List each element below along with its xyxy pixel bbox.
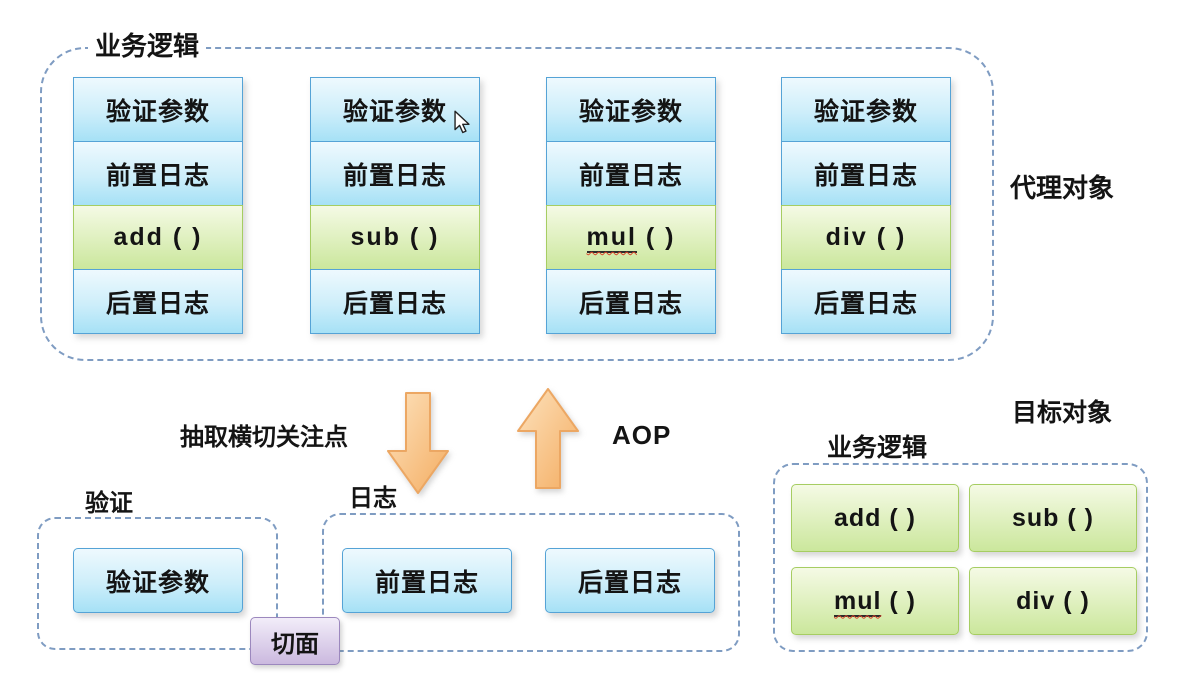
target-object-label: 目标对象	[1012, 399, 1113, 427]
proxy-cell: sub ( )	[310, 205, 480, 270]
proxy-container-label: 业务逻辑	[88, 32, 207, 61]
logging-advice-box: 后置日志	[545, 548, 715, 613]
proxy-cell: 前置日志	[310, 141, 480, 206]
proxy-cell: 后置日志	[310, 269, 480, 334]
target-method-box: add ( )	[791, 484, 959, 552]
target-container-label: 业务逻辑	[820, 434, 935, 463]
proxy-cell: 验证参数	[73, 77, 243, 142]
proxy-container-border	[40, 47, 994, 361]
target-method-box: div ( )	[969, 567, 1137, 635]
extract-concerns-label: 抽取横切关注点	[180, 424, 348, 451]
logging-advice-box: 前置日志	[342, 548, 512, 613]
proxy-cell: 后置日志	[546, 269, 716, 334]
proxy-cell: div ( )	[781, 205, 951, 270]
validation-advice-box: 验证参数	[73, 548, 243, 613]
proxy-cell: add ( )	[73, 205, 243, 270]
target-container: add ( )sub ( )mul ( )div ( )	[773, 463, 1148, 652]
aop-label: AOP	[612, 420, 672, 450]
target-method-box: sub ( )	[969, 484, 1137, 552]
logging-container: 前置日志后置日志	[322, 513, 740, 652]
aspect-badge: 切面	[250, 617, 340, 665]
proxy-cell: 前置日志	[546, 141, 716, 206]
logging-label: 日志	[342, 485, 404, 513]
mouse-cursor-icon	[454, 110, 470, 134]
proxy-cell: 验证参数	[546, 77, 716, 142]
up-arrow-icon	[517, 388, 579, 489]
proxy-object-label: 代理对象	[1010, 173, 1115, 203]
proxy-cell: 前置日志	[73, 141, 243, 206]
validation-container: 验证参数	[37, 517, 278, 650]
proxy-cell: 后置日志	[781, 269, 951, 334]
validation-label: 验证	[78, 490, 140, 518]
proxy-cell: 验证参数	[781, 77, 951, 142]
target-method-box: mul ( )	[791, 567, 959, 635]
proxy-cell: mul ( )	[546, 205, 716, 270]
down-arrow-icon	[387, 392, 449, 494]
proxy-cell: 后置日志	[73, 269, 243, 334]
proxy-cell: 前置日志	[781, 141, 951, 206]
